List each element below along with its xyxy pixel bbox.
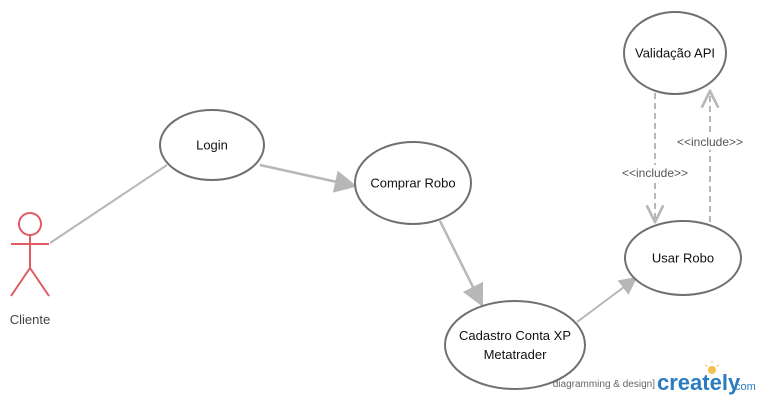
use-case-cadastro-label-line1: Cadastro Conta XP bbox=[459, 328, 571, 343]
creately-watermark: diagramming & design] creately .com bbox=[553, 361, 756, 395]
use-case-usar-robo[interactable]: Usar Robo bbox=[624, 220, 742, 296]
association-line bbox=[49, 164, 168, 244]
watermark-domain: .com bbox=[732, 381, 756, 393]
edge-comprar-cadastro bbox=[438, 220, 484, 308]
use-case-validacao-api[interactable]: Validação API bbox=[623, 11, 727, 95]
use-case-login-label: Login bbox=[196, 138, 228, 153]
include-label-right: <<include>> bbox=[677, 135, 743, 149]
use-case-cadastro-label-line2: Metatrader bbox=[484, 347, 548, 362]
use-case-comprar-robo-label: Comprar Robo bbox=[370, 176, 455, 191]
use-case-comprar-robo[interactable]: Comprar Robo bbox=[354, 141, 472, 225]
include-label-right-bg bbox=[671, 134, 749, 150]
use-case-cadastro-conta[interactable]: Cadastro Conta XP Metatrader bbox=[444, 300, 586, 390]
edge-cadastro-usar bbox=[576, 276, 638, 323]
use-case-usar-robo-label: Usar Robo bbox=[652, 251, 714, 266]
include-label-left-bg bbox=[616, 165, 694, 181]
use-case-login[interactable]: Login bbox=[159, 109, 265, 181]
edge-login-comprar bbox=[259, 163, 358, 193]
actor-label: Cliente bbox=[10, 312, 50, 327]
watermark-tagline: diagramming & design] bbox=[553, 379, 655, 390]
watermark-brand: creately bbox=[657, 370, 741, 395]
actor-cliente[interactable] bbox=[10, 212, 50, 297]
include-label-left: <<include>> bbox=[622, 166, 688, 180]
lightbulb-icon bbox=[704, 361, 720, 374]
use-case-validacao-api-label: Validação API bbox=[635, 46, 715, 61]
